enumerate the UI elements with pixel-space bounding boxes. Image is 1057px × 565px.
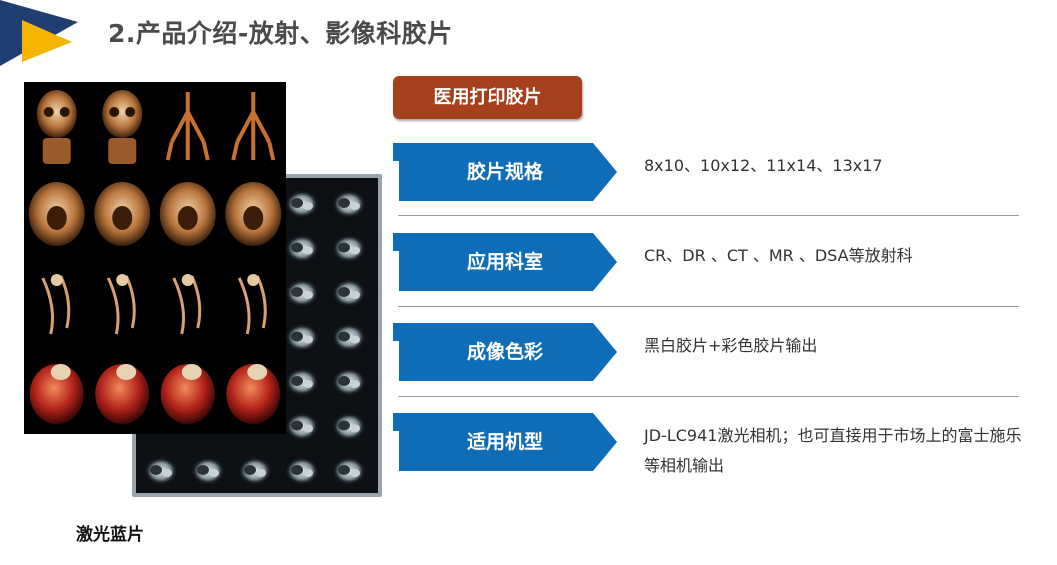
spec-row-film-size: 胶片规格 8x10、10x12、11x14、13x17 [393,143,1019,216]
row-divider [398,306,1019,307]
slide-title: 2.产品介绍-放射、影像科胶片 [108,19,453,48]
row-value: 8x10、10x12、11x14、13x17 [644,156,883,175]
color-3d-film-sheet [24,82,286,434]
row-value: JD-LC941激光相机；也可直接用于市场上的富士施乐等相机输出 [644,426,1022,475]
row-divider [398,215,1019,216]
row-label: 胶片规格 [466,161,543,183]
image-caption: 激光蓝片 [76,525,144,545]
category-badge: 医用打印胶片 [393,76,582,119]
chevron-arrow-icon [393,143,617,201]
row-divider [398,396,1019,397]
skull-thumb [36,90,77,138]
row-label: 应用科室 [466,251,543,273]
spec-row-department: 应用科室 CR、DR 、CT 、MR 、DSA等放射科 [393,233,1019,307]
row-value: 黑白胶片+彩色胶片输出 [644,336,818,355]
vessel-thumb [165,92,210,161]
row-label: 适用机型 [466,431,543,453]
heart-thumb [95,364,150,424]
vessel-thumb [231,92,276,161]
row-label: 成像色彩 [466,341,543,363]
heart-thumb [226,364,281,424]
heart-thumb [160,364,215,424]
chevron-arrow-icon [393,413,617,471]
row-value: CR、DR 、CT 、MR 、DSA等放射科 [644,246,913,265]
skull-thumb [102,90,143,138]
heart-thumb [29,364,84,424]
spec-row-compatible-model: 适用机型 JD-LC941激光相机；也可直接用于市场上的富士施乐等相机输出 [393,413,1021,483]
chevron-arrow-icon [393,323,617,381]
chevron-arrow-icon [393,233,617,291]
spec-row-color: 成像色彩 黑白胶片+彩色胶片输出 [393,323,1019,397]
corner-logo-icon [0,0,78,66]
film-images [24,82,382,497]
